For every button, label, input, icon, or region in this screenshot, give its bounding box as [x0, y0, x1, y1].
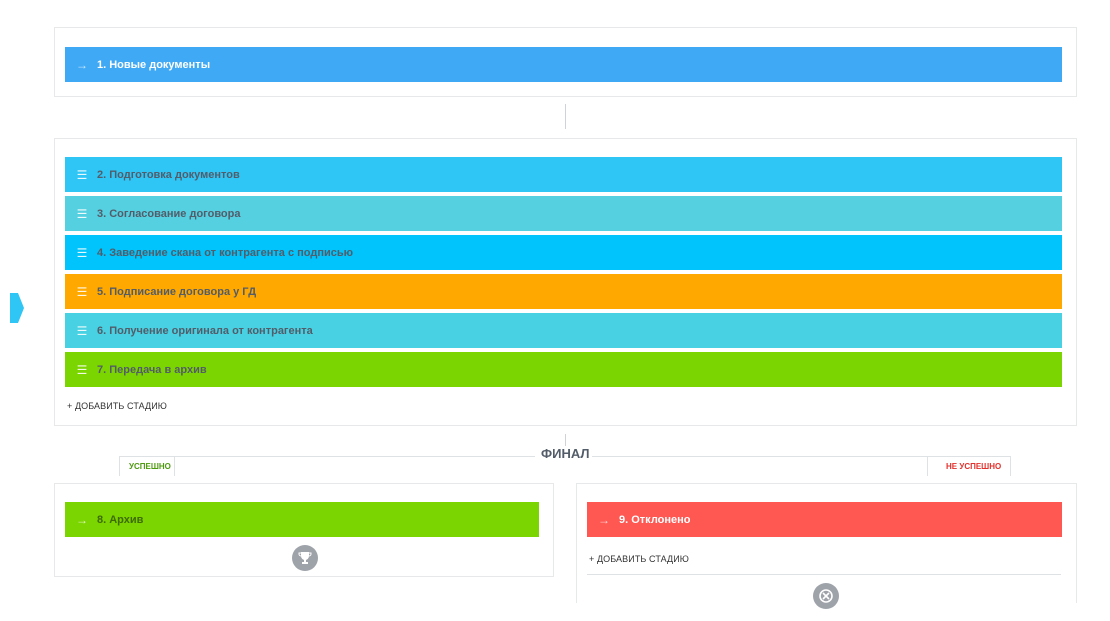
stage-ceo-signing[interactable]: ☰ 5. Подписание договора у ГД	[65, 274, 1062, 309]
expand-arrow-icon[interactable]	[10, 293, 24, 323]
trophy-icon	[292, 545, 318, 571]
stage-label: 9. Отклонено	[619, 513, 691, 526]
stage-label: 2. Подготовка документов	[97, 168, 240, 181]
stage-label: 8. Архив	[97, 513, 144, 526]
final-title: ФИНАЛ	[539, 446, 592, 461]
stage-new-documents[interactable]: → 1. Новые документы	[65, 47, 1062, 82]
arrow-right-icon: →	[598, 512, 610, 527]
arrow-right-icon: →	[76, 512, 88, 527]
success-card: → 8. Архив	[54, 483, 554, 577]
arrow-right-icon: →	[76, 57, 88, 72]
fail-card: → 9. Отклонено + ДОБАВИТЬ СТАДИЮ	[576, 483, 1077, 609]
add-stage-button[interactable]: + ДОБАВИТЬ СТАДИЮ	[67, 401, 167, 411]
stage-label: 7. Передача в архив	[97, 363, 207, 376]
stage-rejected[interactable]: → 9. Отклонено	[587, 502, 1062, 537]
drag-handle-icon[interactable]: ☰	[76, 284, 88, 299]
start-stage-card: → 1. Новые документы	[54, 27, 1077, 97]
drag-handle-icon[interactable]: ☰	[76, 206, 88, 221]
stage-label: 6. Получение оригинала от контрагента	[97, 324, 313, 337]
drag-handle-icon[interactable]: ☰	[76, 323, 88, 338]
connector-line	[565, 104, 566, 129]
stage-scan-from-counterparty[interactable]: ☰ 4. Заведение скана от контрагента с по…	[65, 235, 1062, 270]
stage-label: 1. Новые документы	[97, 58, 211, 71]
final-divider	[175, 456, 535, 457]
stage-label: 3. Согласование договора	[97, 207, 241, 220]
add-stage-button[interactable]: + ДОБАВИТЬ СТАДИЮ	[589, 554, 689, 564]
drag-handle-icon[interactable]: ☰	[76, 245, 88, 260]
drag-handle-icon[interactable]: ☰	[76, 362, 88, 377]
process-stages-card: ☰ 2. Подготовка документов ☰ 3. Согласов…	[54, 138, 1077, 426]
stage-label: 4. Заведение скана от контрагента с подп…	[97, 246, 354, 259]
stage-preparing-documents[interactable]: ☰ 2. Подготовка документов	[65, 157, 1062, 192]
cancel-circle-icon	[813, 583, 839, 609]
drag-handle-icon[interactable]: ☰	[76, 167, 88, 182]
stage-label: 5. Подписание договора у ГД	[97, 285, 257, 298]
fail-tab: НЕ УСПЕШНО	[927, 456, 1011, 476]
stage-receive-original[interactable]: ☰ 6. Получение оригинала от контрагента	[65, 313, 1062, 348]
stage-contract-approval[interactable]: ☰ 3. Согласование договора	[65, 196, 1062, 231]
divider	[587, 574, 1061, 575]
stage-transfer-to-archive[interactable]: ☰ 7. Передача в архив	[65, 352, 1062, 387]
stage-archive[interactable]: → 8. Архив	[65, 502, 539, 537]
connector-line	[565, 434, 566, 448]
success-tab: УСПЕШНО	[119, 456, 175, 476]
final-divider	[592, 456, 927, 457]
